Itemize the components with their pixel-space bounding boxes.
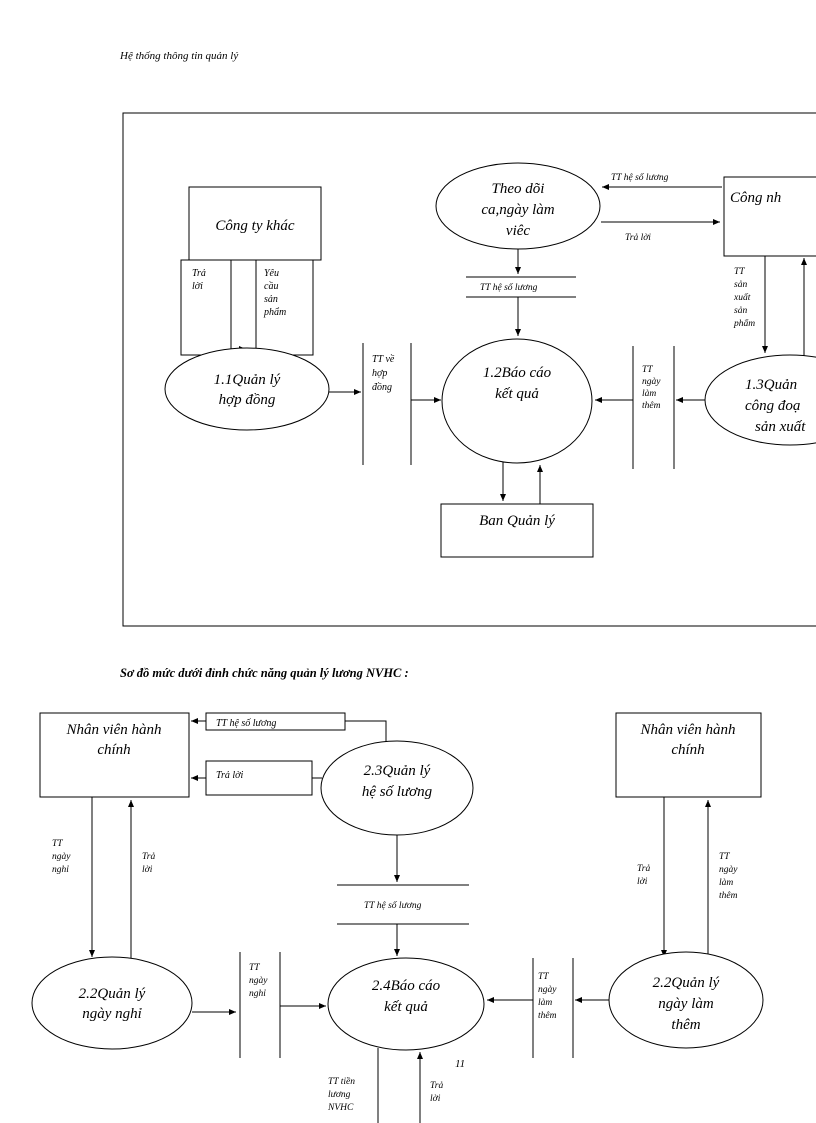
label-ds-he-so-2: TT hệ số lương bbox=[364, 900, 422, 911]
label-tt-sx-5: phẩm bbox=[733, 318, 755, 329]
label-tt-lam-them-ds-3: làm bbox=[538, 998, 552, 1008]
label-ds-he-so: TT hệ số lương bbox=[480, 282, 538, 293]
label-tra-loi-mid: Trả lời bbox=[216, 770, 244, 781]
entity-cong-ty-khac bbox=[188, 186, 322, 261]
label-tra-loi-bottom-2: lời bbox=[430, 1094, 441, 1104]
label-tt-ngay-nghi-ds-2: ngày bbox=[249, 976, 268, 986]
process-2-2-lam-them bbox=[608, 951, 764, 1049]
label-tt-he-so-top: TT hệ số lương bbox=[611, 172, 669, 183]
process-2-4 bbox=[327, 957, 485, 1051]
process-1-1-line1: 1.1Quản lý bbox=[214, 372, 281, 388]
page-header: Hệ thống thông tin quản lý bbox=[120, 50, 239, 62]
process-2-3-line2: hệ số lương bbox=[362, 784, 433, 800]
process-1-2-line1: 1.2Báo cáo bbox=[483, 365, 552, 381]
entity-cong-nhan bbox=[723, 176, 816, 257]
process-2-2-lam-them-line2: ngày làm bbox=[658, 996, 714, 1012]
label-tt-sx-2: sản bbox=[734, 280, 747, 290]
process-1-2-line2: kết quả bbox=[495, 386, 539, 402]
process-theo-doi-line1: Theo dõi bbox=[492, 181, 545, 197]
label-tt-lam-them-4: thêm bbox=[642, 401, 661, 411]
process-theo-doi-line3: viêc bbox=[506, 223, 530, 239]
entity-ban-quan-ly bbox=[440, 503, 594, 558]
label-tt-lam-them-ds-4: thêm bbox=[538, 1011, 557, 1021]
label-tt-lam-them-3: làm bbox=[642, 389, 656, 399]
label-tt-lam-them-1: TT bbox=[642, 365, 653, 375]
process-2-4-line2: kết quả bbox=[384, 999, 428, 1015]
entity-ban-quan-ly-label: Ban Quản lý bbox=[479, 513, 555, 529]
process-2-2-nghi bbox=[31, 956, 193, 1050]
section-title: Sơ đồ mức dưới đỉnh chức năng quản lý lư… bbox=[120, 666, 409, 680]
label-tra-loi-right-1: Trả bbox=[637, 864, 650, 874]
process-2-2-lam-them-line1: 2.2Quản lý bbox=[653, 975, 720, 991]
entity-nvhc-right-line2: chính bbox=[671, 742, 704, 758]
label-tt-hop-dong-2: hợp bbox=[372, 368, 387, 379]
label-tt-ngay-nghi-ds-3: nghỉ bbox=[249, 989, 266, 999]
process-2-4-line1: 2.4Báo cáo bbox=[372, 978, 441, 994]
label-tt-lam-them-ds-1: TT bbox=[538, 972, 549, 982]
process-2-2-nghi-line1: 2.2Quản lý bbox=[79, 986, 146, 1002]
label-tra-loi-2: lời bbox=[192, 281, 203, 292]
process-1-3-line2: công đoạ bbox=[745, 398, 800, 414]
process-2-2-lam-them-line3: thêm bbox=[671, 1017, 700, 1033]
label-tt-ngay-nghi-left-3: nghỉ bbox=[52, 865, 69, 875]
label-tt-hop-dong-1: TT về bbox=[372, 354, 395, 365]
label-tra-loi-top: Trả lời bbox=[625, 233, 651, 243]
label-tt-lam-them-right-4: thêm bbox=[719, 891, 738, 901]
process-1-1 bbox=[164, 347, 330, 431]
label-tt-tien-luong-2: lương bbox=[328, 1090, 351, 1100]
process-2-2-nghi-line2: ngày nghỉ bbox=[82, 1006, 142, 1022]
label-tra-loi-bottom-1: Trả bbox=[430, 1081, 443, 1091]
label-tt-ngay-nghi-left-1: TT bbox=[52, 839, 63, 849]
label-tt-lam-them-right-2: ngày bbox=[719, 865, 738, 875]
process-2-3-line1: 2.3Quản lý bbox=[364, 763, 431, 779]
diagram-2: Nhân viên hành chính TT hệ số lương Trả … bbox=[31, 712, 764, 1123]
entity-nvhc-left bbox=[39, 712, 190, 798]
label-yeu-cau-2: cầu bbox=[264, 281, 278, 292]
entity-nvhc-left-line2: chính bbox=[97, 742, 130, 758]
entity-nvhc-left-line1: Nhân viên hành bbox=[66, 722, 162, 738]
label-tt-sx-4: sản bbox=[734, 306, 747, 316]
label-tt-sx-3: xuất bbox=[733, 292, 751, 303]
process-1-3 bbox=[704, 354, 816, 446]
flow-tra-loi-mid-box bbox=[205, 760, 313, 796]
label-tt-lam-them-ds-2: ngày bbox=[538, 985, 557, 995]
label-tra-loi-left-2: lời bbox=[142, 865, 153, 875]
label-tt-he-so-luong-top: TT hệ số lương bbox=[216, 718, 276, 729]
process-1-3-line1: 1.3Quản bbox=[745, 377, 797, 393]
page-number: 11 bbox=[455, 1058, 466, 1070]
label-yeu-cau-1: Yêu bbox=[264, 268, 279, 279]
label-tt-lam-them-right-1: TT bbox=[719, 852, 730, 862]
entity-cong-ty-khac-label: Công ty khác bbox=[215, 218, 294, 234]
label-tt-ngay-nghi-left-2: ngày bbox=[52, 852, 71, 862]
label-tt-tien-luong-3: NVHC bbox=[327, 1103, 354, 1113]
diagram-1: Công ty khác Trả lời Yêu cầu sản phẩm 1.… bbox=[122, 112, 816, 627]
entity-nvhc-right bbox=[615, 712, 762, 798]
label-tt-lam-them-2: ngày bbox=[642, 377, 661, 387]
process-1-1-line2: hợp đồng bbox=[219, 392, 276, 408]
diagram-frame bbox=[122, 112, 816, 627]
process-1-3-line3: sản xuất bbox=[755, 419, 806, 435]
flow-yeu-cau-box bbox=[255, 259, 314, 356]
label-tra-loi-left-1: Trả bbox=[142, 852, 155, 862]
label-tt-lam-them-right-3: làm bbox=[719, 878, 733, 888]
label-tt-ngay-nghi-ds-1: TT bbox=[249, 963, 260, 973]
label-tra-loi-right-2: lời bbox=[637, 877, 648, 887]
process-theo-doi-line2: ca,ngày làm bbox=[481, 202, 554, 218]
label-yeu-cau-3: sản bbox=[264, 294, 278, 305]
entity-nvhc-right-line1: Nhân viên hành bbox=[640, 722, 736, 738]
process-1-2 bbox=[441, 338, 593, 464]
label-tt-tien-luong-1: TT tiền bbox=[328, 1076, 355, 1087]
entity-cong-nhan-label: Công nh bbox=[730, 190, 781, 206]
label-yeu-cau-4: phẩm bbox=[263, 307, 286, 318]
label-tt-hop-dong-3: đồng bbox=[372, 382, 392, 393]
label-tt-sx-1: TT bbox=[734, 267, 745, 277]
flow-tra-loi-box bbox=[180, 259, 232, 356]
label-tra-loi-1: Trả bbox=[192, 268, 206, 279]
